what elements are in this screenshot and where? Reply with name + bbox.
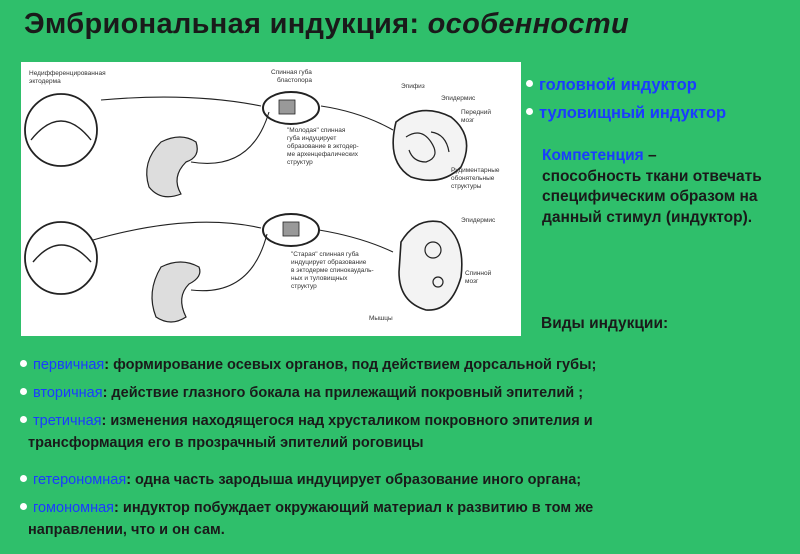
inductor-trunk: туловищный индуктор xyxy=(526,104,726,123)
label-young-1: "Молодая" спинная xyxy=(287,127,346,134)
list-item: первичная: формирование осевых органов, … xyxy=(20,354,596,376)
ectoderm-sphere-top xyxy=(24,93,98,167)
label-young-4: ме архенцефалических xyxy=(287,151,359,158)
label-undiff: Недифференцированная xyxy=(29,70,106,77)
label-old-5: структур xyxy=(291,283,317,290)
label-forebrain-2: мозг xyxy=(461,117,475,124)
ectoderm-sphere-bottom xyxy=(24,221,98,295)
list-term: первичная xyxy=(33,357,105,373)
bullet-icon xyxy=(20,415,27,423)
list-term: гетерономная xyxy=(33,472,127,488)
label-rudim-1: Рудиментарные xyxy=(451,167,500,174)
label-lip-b: бластопора xyxy=(277,76,312,84)
title-italic: особенности xyxy=(427,8,629,40)
label-muscles: Мышцы xyxy=(369,315,393,322)
blastopore-fragment-top xyxy=(146,136,198,198)
blastopore-fragment-bottom xyxy=(151,261,201,323)
list-text: : индуктор побуждает окружающий материал… xyxy=(114,500,594,516)
label-forebrain-1: Передний xyxy=(461,108,491,116)
label-old-3: в эктодерме спинокаудаль- xyxy=(291,267,374,274)
label-rudim-2: обонятельные xyxy=(451,174,495,182)
label-spinal-1: Спинной xyxy=(465,269,492,277)
bullet-icon xyxy=(20,502,27,510)
inductor-head: головной индуктор xyxy=(526,76,697,95)
list-text: : формирование осевых органов, под дейст… xyxy=(104,357,597,373)
bullet-icon xyxy=(20,387,27,395)
label-lip-a: Спинная губа xyxy=(271,68,312,76)
label-rudim-3: структуры xyxy=(451,183,482,190)
bullet-icon xyxy=(20,359,27,367)
list-text: : изменения находящегося над хрусталиком… xyxy=(101,413,593,429)
label-old-4: ных и туловищных xyxy=(291,275,348,282)
label-young-3: образование в эктодер- xyxy=(287,142,359,150)
label-epidermis-2: Эпидермис xyxy=(461,217,496,224)
inductor-trunk-label: туловищный индуктор xyxy=(539,104,727,122)
competence-block: Компетенция – способность ткани отвечать… xyxy=(542,147,762,226)
list-text-cont: направлении, что и он сам. xyxy=(28,522,225,538)
competence-definition: способность ткани отвечать специфическим… xyxy=(542,167,762,226)
bullet-icon xyxy=(526,80,533,88)
list-text-cont: трансформация его в прозрачный эпителий … xyxy=(28,435,424,451)
label-ectoderm: эктодерма xyxy=(29,78,61,85)
spinocaudal-embryo xyxy=(398,220,463,311)
label-old-2: индуцирует образование xyxy=(291,258,367,266)
types-heading: Виды индукции: xyxy=(541,315,669,332)
label-old-1: "Старая" спинная губа xyxy=(291,250,359,258)
bullet-icon xyxy=(526,108,533,116)
list-item: гомономная: индуктор побуждает окружающи… xyxy=(20,497,593,541)
list-item: вторичная: действие глазного бокала на п… xyxy=(20,382,583,404)
competence-term: Компетенция xyxy=(542,147,644,164)
page-title: Эмбриональная индукция: особенности xyxy=(24,8,629,41)
label-epiphysis: Эпифиз xyxy=(401,83,425,90)
bullet-icon xyxy=(20,474,27,482)
list-item: гетерономная: одна часть зародыша индуци… xyxy=(20,469,581,491)
lip-ring-top xyxy=(262,91,320,125)
list-text: : одна часть зародыша индуцирует образов… xyxy=(126,472,582,488)
inductor-head-label: головной индуктор xyxy=(539,76,697,94)
list-text: : действие глазного бокала на прилежащий… xyxy=(102,385,584,401)
list-term: третичная xyxy=(33,413,102,429)
label-young-5: структур xyxy=(287,159,313,166)
embryo-diagram: Недифференцированная эктодерма Спинная г… xyxy=(21,62,521,336)
list-item: третичная: изменения находящегося над хр… xyxy=(20,410,593,454)
title-main: Эмбриональная индукция: xyxy=(24,8,428,40)
label-young-2: губа индуцирует xyxy=(287,134,336,142)
label-epidermis-1: Эпидермис xyxy=(441,95,476,102)
label-spinal-2: мозг xyxy=(465,278,479,285)
diagram-svg: Недифференцированная эктодерма Спинная г… xyxy=(24,68,500,323)
list-term: вторичная xyxy=(33,385,103,401)
archencephalic-embryo xyxy=(392,109,468,182)
list-term: гомономная xyxy=(33,500,115,516)
